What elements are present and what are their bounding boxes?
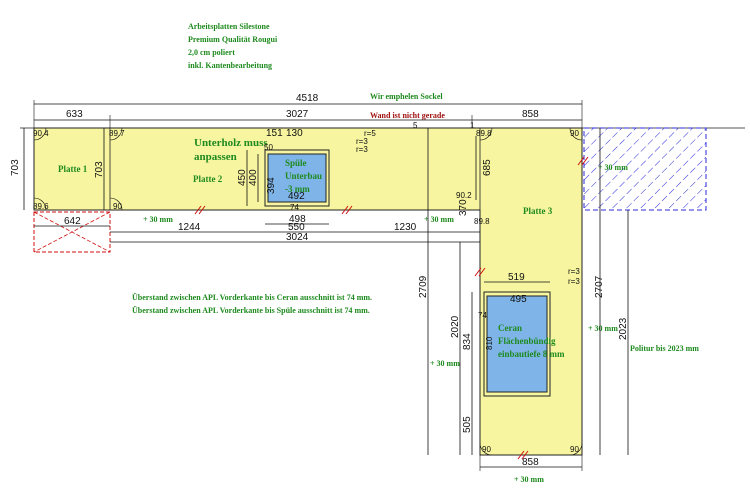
dim-550: 550 <box>288 222 305 233</box>
plus30-note: + 30 mm <box>143 215 173 224</box>
corner-arc <box>569 442 583 456</box>
corner-arc <box>479 442 493 456</box>
header-note-2: Premium Qualität Rougui <box>188 35 278 44</box>
dim-495: 495 <box>510 294 527 305</box>
plate-2-label: Platte 2 <box>193 174 223 184</box>
hob-cutout <box>486 295 548 393</box>
wood-note-2: anpassen <box>194 151 237 163</box>
dim-90-2: 90.2 <box>456 191 472 200</box>
plus30-note: + 30 mm <box>514 475 544 484</box>
dim-74-hob: 74 <box>478 311 487 320</box>
dim-90-bottom-right: 90 <box>570 445 579 454</box>
dim-89-8: 89.8 <box>476 129 492 138</box>
dim-130: 130 <box>286 128 303 139</box>
corner-arc <box>33 197 47 211</box>
sink-label-1: Spüle <box>285 158 307 168</box>
dim-519: 519 <box>508 272 525 283</box>
dim-89-7: 89.7 <box>109 129 125 138</box>
dim-89-8-b: 89.8 <box>474 217 490 226</box>
dim-834: 834 <box>462 333 473 350</box>
wall-note: Wand ist nicht gerade <box>370 111 445 120</box>
dim-2707: 2707 <box>594 275 605 298</box>
polish-note: Politur bis 2023 mm <box>630 344 699 353</box>
dim-492: 492 <box>288 191 305 202</box>
radius-3-c: r=3 <box>568 267 580 276</box>
edge-marks <box>194 156 589 460</box>
dim-370: 370 <box>458 199 469 216</box>
dim-90-mid: 90 <box>113 202 122 211</box>
plus30-note: + 30 mm <box>588 324 618 333</box>
dim-50: 50 <box>264 143 273 152</box>
dim-1244: 1244 <box>178 222 201 233</box>
dim-151: 151 <box>266 128 283 139</box>
dim-3027: 3027 <box>286 109 309 120</box>
corner-arc <box>109 127 123 141</box>
header-note-4: inkl. Kantenbearbeitung <box>188 61 272 70</box>
dim-633: 633 <box>66 109 83 120</box>
dim-89-6: 89.6 <box>33 202 49 211</box>
hatched-area <box>583 127 707 211</box>
dim-450: 450 <box>237 169 248 186</box>
wood-note-1: Unterholz muss <box>194 137 268 149</box>
dim-505: 505 <box>462 416 473 433</box>
plus30-note: + 30 mm <box>424 215 454 224</box>
dim-703-b: 703 <box>94 161 105 178</box>
hob-label-3: einbautiefe 8 mm <box>498 349 565 359</box>
dim-858-bottom: 858 <box>522 457 539 468</box>
dim-810: 810 <box>485 336 494 350</box>
dim-2709: 2709 <box>418 275 429 298</box>
corner-arc <box>33 127 47 141</box>
hob-label-1: Ceran <box>498 323 522 333</box>
overhang-note-1: Überstand zwischen APL Vorderkante bis C… <box>132 293 372 302</box>
dim-703-a: 703 <box>10 159 21 176</box>
corner-arc <box>479 127 493 141</box>
header-note-1: Arbeitsplatten Silestone <box>188 22 270 31</box>
dim-74-sink: 74 <box>290 203 299 212</box>
corner-arc <box>109 197 123 211</box>
plus30-note: + 30 mm <box>598 163 628 172</box>
sink-cutout <box>267 153 327 203</box>
radius-3-b: r=3 <box>356 145 368 154</box>
plate-3-label: Platte 3 <box>523 206 553 216</box>
dim-2023: 2023 <box>618 317 629 340</box>
dim-642: 642 <box>64 216 81 227</box>
dim-685: 685 <box>482 159 493 176</box>
radius-3-d: r=3 <box>568 277 580 286</box>
dim-394: 394 <box>266 177 277 194</box>
overhang-note-2: Überstand zwischen APL Vorderkante bis S… <box>132 306 370 315</box>
dim-3024: 3024 <box>286 232 309 243</box>
dim-1230: 1230 <box>394 222 417 233</box>
hob-label-2: Flächenbündig <box>498 336 556 346</box>
sink-label-3: -3 mm <box>285 184 310 194</box>
corner-arc <box>569 127 583 141</box>
header-note-3: 2,0 cm poliert <box>188 48 235 57</box>
plus30-note: + 30 mm <box>430 359 460 368</box>
radius-3-a: r=3 <box>356 137 368 146</box>
dim-2020: 2020 <box>450 315 461 338</box>
dim-1-top: 1 <box>470 121 475 130</box>
dim-90-top-right: 90 <box>570 129 579 138</box>
dim-498: 498 <box>289 214 306 225</box>
plate-1-label: Platte 1 <box>58 164 88 174</box>
dim-overall-width: 4518 <box>296 93 319 104</box>
dim-90-4: 90.4 <box>33 129 49 138</box>
dim-858-top: 858 <box>522 109 539 120</box>
radius-5: r=5 <box>364 129 376 138</box>
dim-5: 5 <box>413 121 418 130</box>
sink-label-2: Unterbau <box>285 171 322 181</box>
dim-90-bottom-left: 90 <box>482 445 491 454</box>
sockel-note: Wir emphelen Sockel <box>370 92 443 101</box>
dim-400: 400 <box>248 169 259 186</box>
